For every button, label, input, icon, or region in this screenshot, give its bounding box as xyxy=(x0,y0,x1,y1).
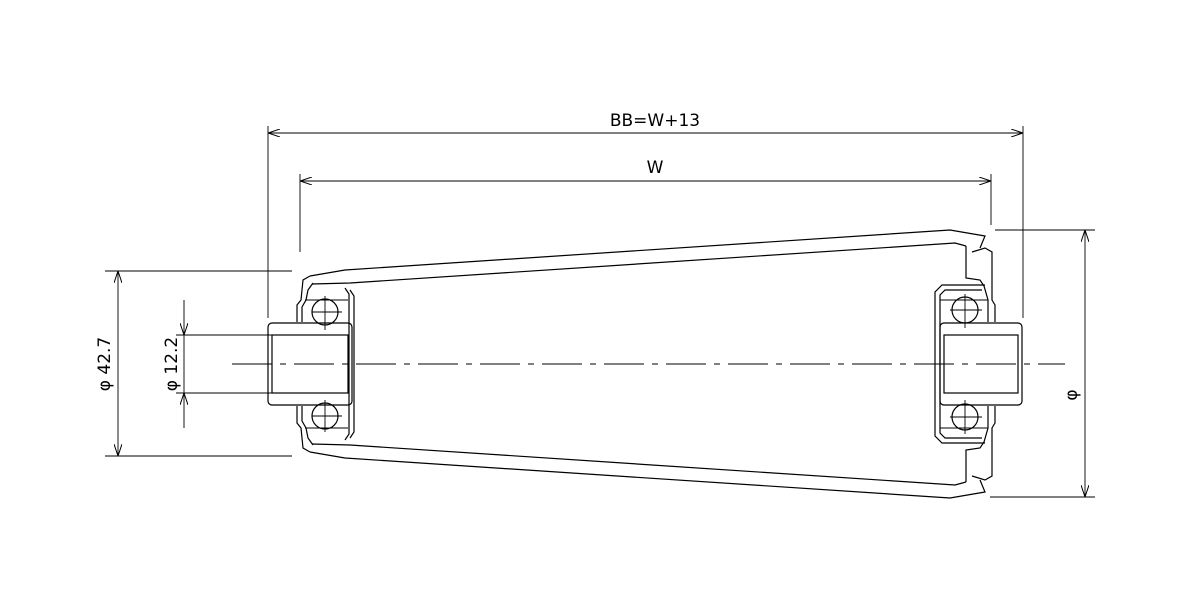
tapered-tube xyxy=(309,229,986,499)
right-bearing xyxy=(934,246,1023,482)
w-label: W xyxy=(647,158,664,178)
large-diameter-label: φ 42.7 xyxy=(95,337,115,391)
small-diameter-label: φ xyxy=(1062,389,1082,400)
bore-diameter-dimension: φ 12.2 xyxy=(162,300,272,428)
small-diameter-dimension: φ xyxy=(990,229,1095,498)
w-dimension: W xyxy=(299,158,992,252)
left-bearing xyxy=(267,275,355,453)
bb-label: BB=W+13 xyxy=(610,111,700,131)
bb-dimension: BB=W+13 xyxy=(267,111,1024,318)
bore-diameter-label: φ 12.2 xyxy=(162,337,182,391)
large-diameter-dimension: φ 42.7 xyxy=(95,270,292,457)
